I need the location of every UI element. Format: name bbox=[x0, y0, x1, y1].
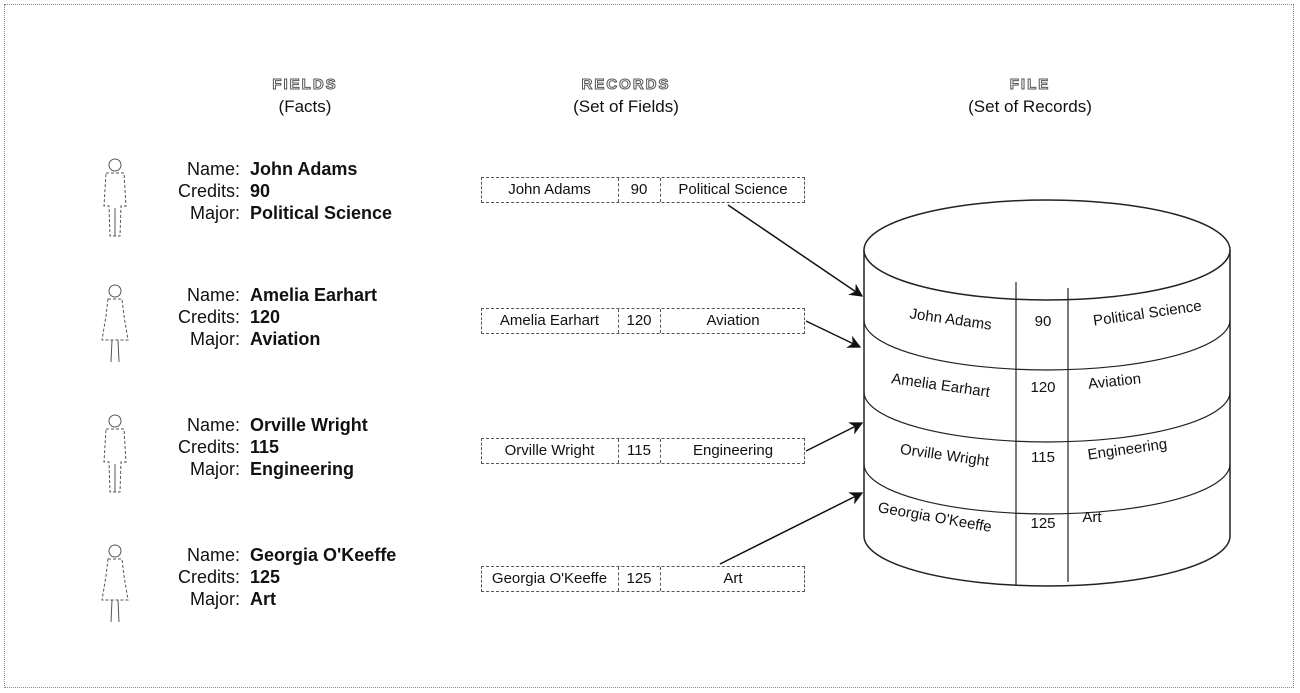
fields-header: FIELDS (Facts) bbox=[185, 76, 425, 117]
credits-label: Credits: bbox=[177, 567, 240, 587]
records-header-subtitle: (Set of Fields) bbox=[573, 97, 679, 116]
file-header-subtitle: (Set of Records) bbox=[968, 97, 1092, 116]
diagram-frame bbox=[4, 4, 1294, 688]
records-header: RECORDS (Set of Fields) bbox=[506, 76, 746, 117]
record-name-cell: Amelia Earhart bbox=[499, 312, 600, 329]
file-header-title: FILE bbox=[1009, 76, 1051, 94]
name-label: Name: bbox=[186, 415, 240, 435]
record-credits-cell: 90 bbox=[630, 181, 648, 198]
credits-label: Credits: bbox=[177, 307, 240, 327]
record-name-cell: Orville Wright bbox=[504, 442, 595, 459]
person-major-value: Engineering bbox=[250, 459, 355, 479]
record-major-cell: Aviation bbox=[706, 312, 760, 329]
person-fields-3: Name: Georgia O'Keeffe Credits: 125 Major:… bbox=[90, 544, 470, 624]
person-major-value: Political Science bbox=[250, 203, 393, 223]
fields-header-title: FIELDS bbox=[272, 76, 338, 94]
person-name-value: John Adams bbox=[250, 159, 358, 179]
name-label: Name: bbox=[186, 159, 240, 179]
record-row: Georgia O'Keeffe 125 Art bbox=[481, 566, 805, 592]
person-credits-value: 115 bbox=[250, 437, 280, 457]
person-name-value: Orville Wright bbox=[250, 415, 368, 435]
person-fields-1: Name: Amelia Earhart Credits: 120 Major: Av… bbox=[90, 284, 470, 364]
record-row: John Adams 90 Political Science bbox=[481, 177, 805, 203]
major-label: Major: bbox=[189, 329, 240, 349]
person-major-value: Art bbox=[250, 589, 276, 609]
name-label: Name: bbox=[186, 545, 240, 565]
person-fields-0: Name: John Adams Credits: 90 Major: Politic… bbox=[90, 158, 470, 238]
person-credits-value: 125 bbox=[250, 567, 281, 587]
credits-label: Credits: bbox=[177, 181, 240, 201]
major-label: Major: bbox=[189, 459, 240, 479]
person-credits-value: 90 bbox=[250, 181, 271, 201]
person-name-value: Georgia O'Keeffe bbox=[250, 545, 397, 565]
name-label: Name: bbox=[186, 285, 240, 305]
female-figure-icon bbox=[101, 284, 129, 363]
person-name-value: Amelia Earhart bbox=[250, 285, 378, 305]
record-name-cell: Georgia O'Keeffe bbox=[491, 570, 608, 587]
record-major-cell: Art bbox=[723, 570, 743, 587]
male-figure-icon bbox=[103, 414, 127, 493]
record-row: Amelia Earhart 120 Aviation bbox=[481, 308, 805, 334]
record-name-cell: John Adams bbox=[508, 181, 591, 198]
credits-label: Credits: bbox=[177, 437, 240, 457]
record-major-cell: Engineering bbox=[692, 442, 774, 459]
person-major-value: Aviation bbox=[250, 329, 321, 349]
female-figure-icon bbox=[101, 544, 129, 623]
person-credits-value: 120 bbox=[250, 307, 281, 327]
file-header: FILE (Set of Records) bbox=[910, 76, 1150, 117]
record-major-cell: Political Science bbox=[678, 181, 788, 198]
record-credits-cell: 120 bbox=[626, 312, 652, 329]
male-figure-icon bbox=[103, 158, 127, 237]
record-credits-cell: 125 bbox=[626, 570, 652, 587]
major-label: Major: bbox=[189, 203, 240, 223]
fields-header-subtitle: (Facts) bbox=[278, 97, 332, 116]
major-label: Major: bbox=[189, 589, 240, 609]
record-row: Orville Wright 115 Engineering bbox=[481, 438, 805, 464]
record-credits-cell: 115 bbox=[627, 442, 651, 459]
person-fields-2: Name: Orville Wright Credits: 115 Major: En… bbox=[90, 414, 470, 494]
records-header-title: RECORDS bbox=[581, 76, 671, 94]
